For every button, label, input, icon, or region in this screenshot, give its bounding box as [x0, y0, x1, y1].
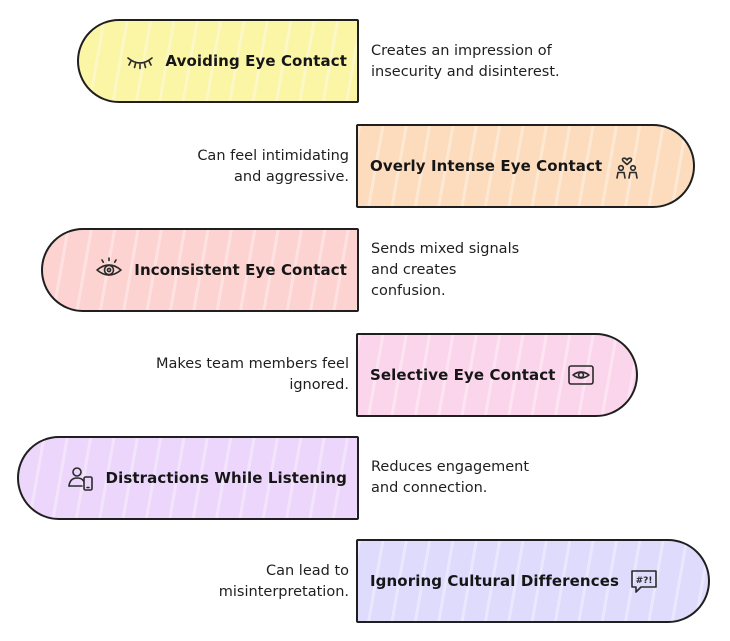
description: Sends mixed signals and creates confusio…	[371, 241, 520, 299]
pill-label: Selective Eye Contact	[370, 366, 556, 384]
pill-label: Overly Intense Eye Contact	[370, 157, 603, 175]
description: Reduces engagement and connection.	[371, 459, 530, 496]
eye-icon	[92, 253, 126, 287]
pill-label: Inconsistent Eye Contact	[134, 261, 347, 279]
framed-eye-icon	[564, 358, 598, 392]
pill-selective-eye-contact: Selective Eye Contact	[356, 333, 638, 417]
pill-distractions-while-listening: Distractions While Listening	[17, 436, 359, 520]
person-phone-icon	[64, 461, 98, 495]
description: Makes team members feel ignored.	[156, 356, 349, 393]
pill-label: Avoiding Eye Contact	[165, 52, 347, 70]
closed-eye-icon	[123, 44, 157, 78]
description: Can feel intimidating and aggressive.	[197, 148, 349, 185]
pill-label: Ignoring Cultural Differences	[370, 572, 620, 590]
svg-text:#?!: #?!	[636, 576, 653, 586]
pill-avoiding-eye-contact: Avoiding Eye Contact	[77, 19, 359, 103]
pill-overly-intense-eye-contact: Overly Intense Eye Contact	[356, 124, 695, 208]
description: Creates an impression of insecurity and …	[371, 43, 560, 80]
description: Can lead to misinterpretation.	[218, 563, 349, 600]
pill-inconsistent-eye-contact: Inconsistent Eye Contact	[41, 228, 359, 312]
speech-symbols-icon: #?!	[627, 564, 661, 598]
pill-ignoring-cultural-differences: Ignoring Cultural Differences #?!	[356, 539, 710, 623]
pill-label: Distractions While Listening	[105, 469, 347, 487]
people-heart-icon	[610, 149, 644, 183]
